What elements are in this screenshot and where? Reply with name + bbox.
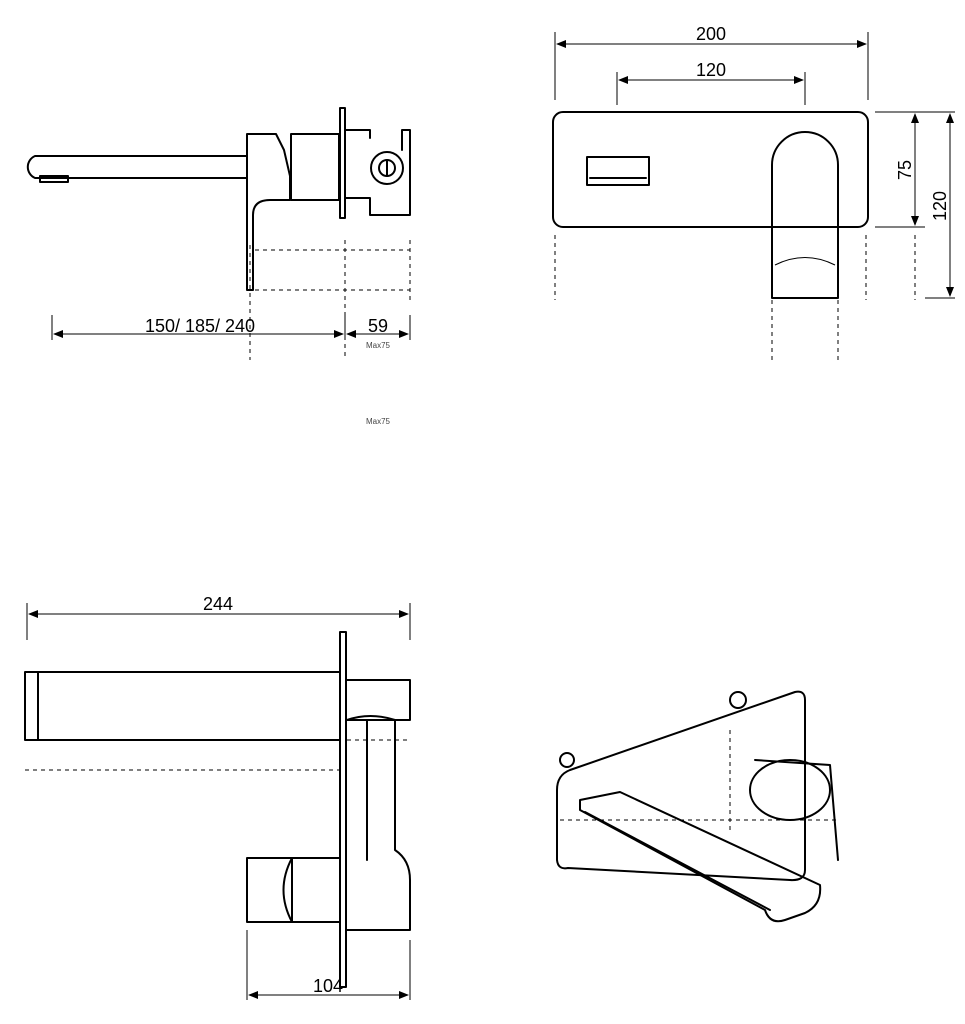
body-depth-dimension: 59: [368, 316, 388, 336]
spout-front: [771, 131, 839, 299]
wall-plate: [552, 111, 869, 228]
isometric-view: [556, 690, 840, 923]
handle-front: [586, 156, 650, 186]
spout-top: [24, 671, 341, 741]
wall-plate-iso: [556, 690, 806, 882]
plate-width-dimension: 200: [696, 24, 726, 44]
centers-dimension: 120: [696, 60, 726, 80]
inlet-circle: [370, 151, 404, 185]
total-length-dimension: 244: [203, 594, 233, 614]
total-height-dimension: 120: [930, 191, 950, 221]
wall-plate: [339, 631, 347, 988]
max-note: Max75: [366, 341, 391, 350]
front-view: 200 120 75 120: [552, 24, 955, 360]
top-view: 244 104: [24, 594, 411, 1000]
spout-length-dimension: 150/ 185/ 240: [145, 316, 255, 336]
mounting-lug: [559, 752, 575, 768]
spout-iso: [579, 791, 822, 923]
max-note: Max75: [366, 417, 391, 426]
body-depth-dimension: 104: [313, 976, 343, 996]
wall-plate: [339, 107, 346, 219]
spout: [26, 155, 248, 179]
side-view: 150/ 185/ 240 59 Max75 Max75: [26, 107, 411, 426]
valve-housing: [345, 129, 411, 216]
mounting-lug: [729, 691, 747, 709]
handle-top: [246, 857, 293, 923]
lever-body: [246, 133, 291, 291]
aerator: [39, 175, 69, 183]
height-dimension: 75: [895, 160, 915, 180]
cartridge-body: [290, 133, 340, 201]
valve-housing-top: [346, 679, 411, 931]
handle-iso: [749, 759, 831, 821]
